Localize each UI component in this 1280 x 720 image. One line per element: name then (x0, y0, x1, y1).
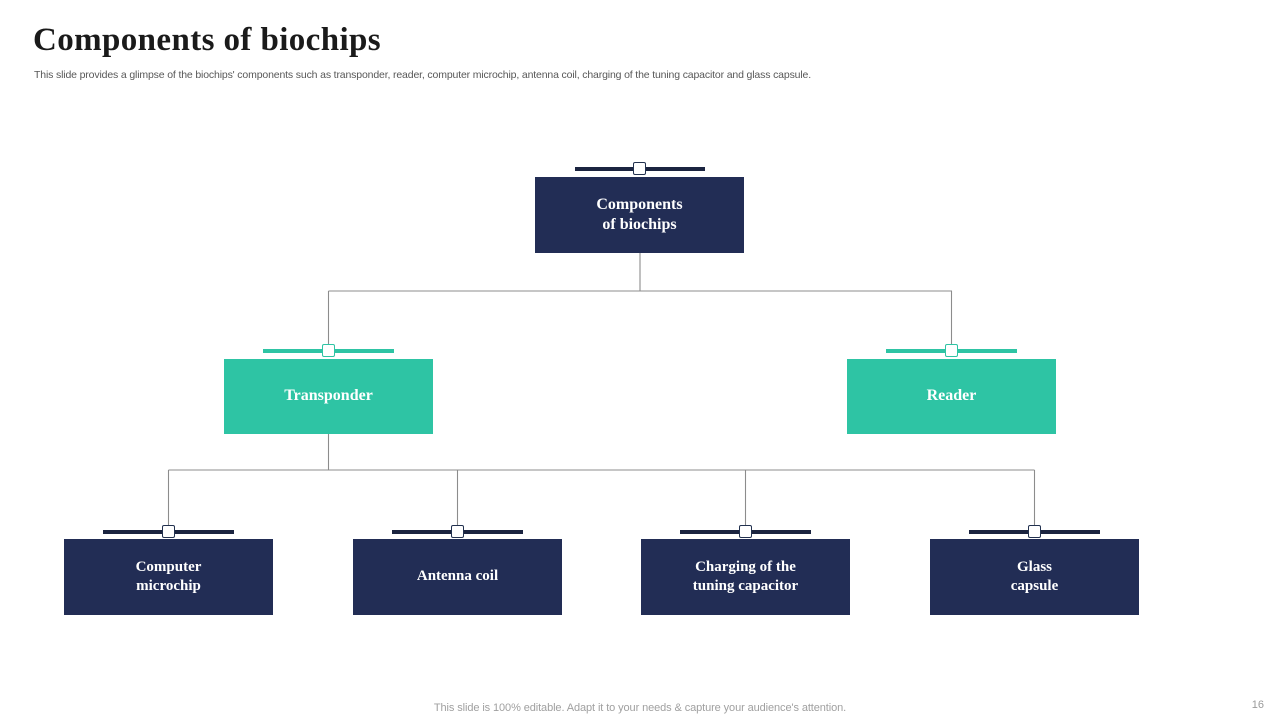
page-title: Components of biochips (33, 22, 382, 58)
node-antenna-label: Antenna coil (416, 568, 499, 585)
node-handle-microchip[interactable] (162, 525, 175, 538)
node-handle-root[interactable] (633, 162, 646, 175)
node-root-line1: Components (596, 195, 683, 213)
node-antenna-coil[interactable]: Antenna coil (353, 539, 562, 615)
node-microchip-line1: Computer (135, 558, 202, 575)
node-reader[interactable]: Reader (847, 359, 1056, 434)
page-number: 16 (1251, 699, 1264, 711)
node-handle-capacitor[interactable] (739, 525, 752, 538)
node-capsule-line2: capsule (1010, 578, 1059, 594)
node-tuning-capacitor[interactable]: Charging of the tuning capacitor (641, 539, 850, 615)
node-handle-transponder[interactable] (322, 344, 335, 357)
node-handle-reader[interactable] (945, 344, 958, 357)
node-root-line2: of biochips (602, 216, 677, 233)
node-microchip-line2: microchip (136, 578, 201, 594)
node-handle-capsule[interactable] (1028, 525, 1041, 538)
node-transponder[interactable]: Transponder (224, 359, 433, 434)
page-subtitle: This slide provides a glimpse of the bio… (34, 69, 811, 81)
node-root[interactable]: Components of biochips (535, 177, 744, 253)
node-handle-antenna[interactable] (451, 525, 464, 538)
node-reader-label: Reader (926, 387, 977, 405)
footer-note: This slide is 100% editable. Adapt it to… (433, 702, 847, 714)
node-computer-microchip[interactable]: Computer microchip (64, 539, 273, 615)
node-transponder-label: Transponder (284, 387, 373, 405)
node-capsule-line1: Glass (1016, 558, 1052, 575)
node-capacitor-line2: tuning capacitor (692, 578, 799, 594)
node-glass-capsule[interactable]: Glass capsule (930, 539, 1139, 615)
node-capacitor-line1: Charging of the (695, 558, 796, 575)
